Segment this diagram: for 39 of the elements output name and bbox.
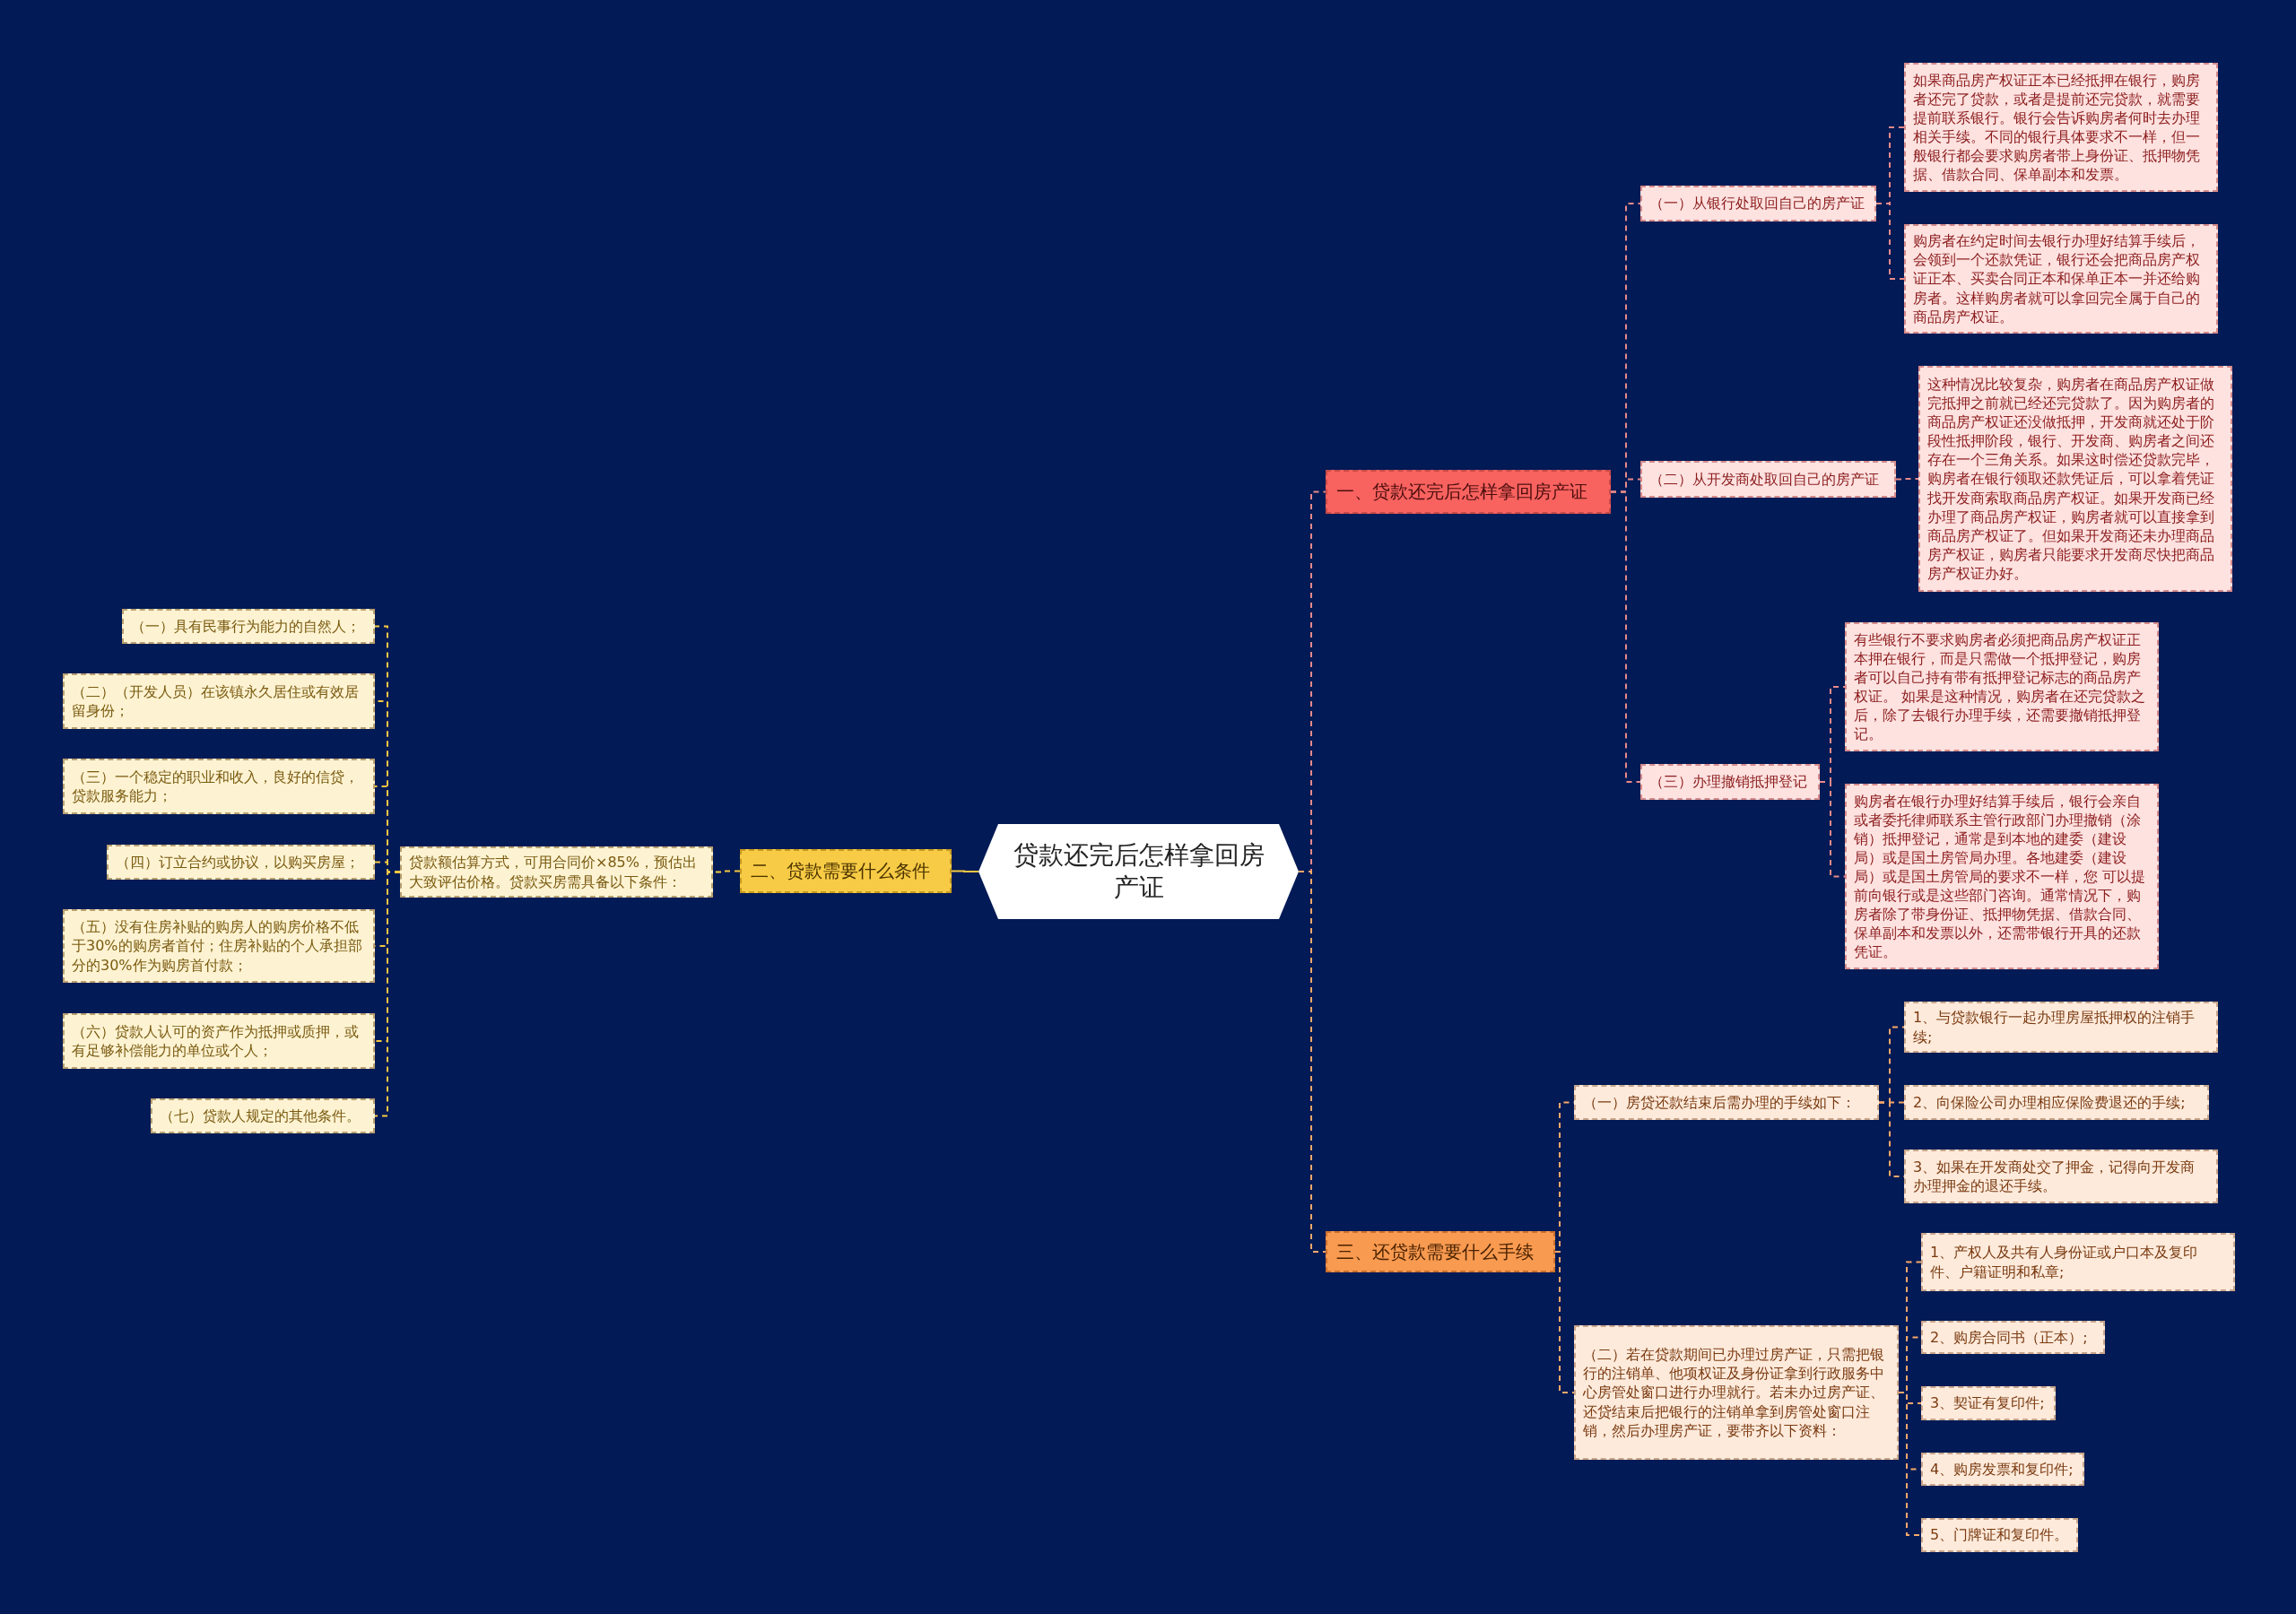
subtopic-box: 4、购房发票和复印件; xyxy=(1921,1453,2084,1486)
subtopic-box: （一）房贷还款结束后需办理的手续如下： xyxy=(1574,1085,1879,1120)
subtopic-box: 1、产权人及共有人身份证或户口本及复印件、户籍证明和私章; xyxy=(1921,1233,2235,1291)
subtopic-box: （七）贷款人规定的其他条件。 xyxy=(151,1098,375,1133)
subtopic-box: 5、门牌证和复印件。 xyxy=(1921,1518,2078,1552)
connector-line xyxy=(1898,1392,1922,1536)
subtopic-box: （三）办理撤销抵押登记 xyxy=(1640,764,1820,800)
subtopic-box: （一）从银行处取回自己的房产证 xyxy=(1640,186,1876,221)
subtopic-box: （二）（开发人员）在该镇永久居住或有效居留身份； xyxy=(63,673,375,729)
subtopic-box: 贷款额估算方式，可用合同价×85%，预估出大致评估价格。贷款买房需具备以下条件： xyxy=(400,846,713,898)
branch-topic: 三、还贷款需要什么手续 xyxy=(1326,1231,1555,1272)
branch-topic: 一、贷款还完后怎样拿回房产证 xyxy=(1326,470,1611,514)
connector-line xyxy=(1554,1251,1575,1393)
subtopic-box: （二）若在贷款期间已办理过房产证，只需把银行的注销单、他项权证及身份证拿到行政服务中心房管处窗口进行办理就行。若未办过房产证、还贷结束后把银行的注销单拿到房管处窗口注销，然后办理房产证，要带齐以下资料： xyxy=(1574,1325,1899,1460)
subtopic-box: 这种情况比较复杂，购房者在商品房产权证做完抵押之前就已经还完贷款了。因为购房者的商品房产权证还没做抵押，开发商就还处于阶段性抵押阶段，银行、开发商、购房者之间还存在一个三角关系。如果这时偿还贷款完毕，购房者在银行领取还款凭证后，可以拿着凭证找开发商索取商品房产权证。如果开发商已经办理了商品房产权证，购房者就可以直接拿到商品房产权证了。但如果开发商还未办理商品房产权证，购房者只能要求开发商尽快把商品房产权证办好。 xyxy=(1918,366,2232,592)
connector-line xyxy=(1895,478,1919,481)
subtopic-box: （一）具有民事行为能力的自然人； xyxy=(122,609,375,644)
connector-line xyxy=(1819,781,1846,878)
connector-line xyxy=(1610,490,1641,783)
subtopic-box: （五）没有住房补贴的购房人的购房价格不低于30%的购房者首付；住房补贴的个人承担部分的30%作为购房首付款； xyxy=(63,909,375,983)
connector-line xyxy=(951,870,979,872)
subtopic-box: 2、向保险公司办理相应保险费退还的手续; xyxy=(1904,1085,2209,1120)
subtopic-box: 购房者在约定时间去银行办理好结算手续后，会领到一个还款凭证，银行还会把商品房产权证正本、买卖合同正本和保单正本一并还给购房者。这样购房者就可以拿回完全属于自己的商品房产权证。 xyxy=(1904,224,2218,334)
branch-topic: 二、贷款需要什么条件 xyxy=(740,849,952,893)
subtopic-box: 3、契证有复印件; xyxy=(1921,1386,2056,1420)
connector-line xyxy=(1875,203,1905,280)
subtopic-box: （六）贷款人认可的资产作为抵押或质押，或有足够补偿能力的单位或个人； xyxy=(63,1013,375,1069)
connector-line xyxy=(1298,871,1326,1253)
subtopic-box: 有些银行不要求购房者必须把商品房产权证正本押在银行，而是只需做一个抵押登记，购房者可以自己持有带有抵押登记标志的商品房产权证。 如果是这种情况，购房者在还完贷款之后，除了去银行办理手续，还需要撤销抵押登记。 xyxy=(1845,622,2159,751)
subtopic-box: 2、购房合同书（正本）; xyxy=(1921,1321,2105,1354)
connector-line xyxy=(374,871,401,1117)
subtopic-box: 购房者在银行办理好结算手续后，银行会亲自或者委托律师联系主管行政部门办理撤销（涂销）抵押登记，通常是到本地的建委（建设局）或是国土房管局办理。各地建委（建设局）或是国土房管局的要求不一样，您 可以提前向银行或是这些部门咨询。通常情况下，购房者除了带身份证、抵押物凭据、借款合同、保单副本和发票以外，还需带银行开具的还款凭证。 xyxy=(1845,784,2159,969)
subtopic-box: 如果商品房产权证正本已经抵押在银行，购房者还完了贷款，或者是提前还完贷款，就需要提前联系银行。银行会告诉购房者何时去办理相关手续。不同的银行具体要求不一样，但一般银行都会要求购房者带上身份证、抵押物凭据、借款合同、保单副本和发票。 xyxy=(1904,63,2218,192)
subtopic-box: （三）一个稳定的职业和收入，良好的信贷，贷款服务能力； xyxy=(63,759,375,814)
subtopic-box: 1、与贷款银行一起办理房屋抵押权的注销手续; xyxy=(1904,1002,2218,1053)
subtopic-box: 3、如果在开发商处交了押金，记得向开发商办理押金的退还手续。 xyxy=(1904,1150,2218,1203)
subtopic-box: （四）订立合约或协议，以购买房屋； xyxy=(107,845,375,880)
subtopic-box: （二）从开发商处取回自己的房产证 xyxy=(1640,461,1896,498)
central-topic: 贷款还完后怎样拿回房产证 xyxy=(978,824,1299,919)
